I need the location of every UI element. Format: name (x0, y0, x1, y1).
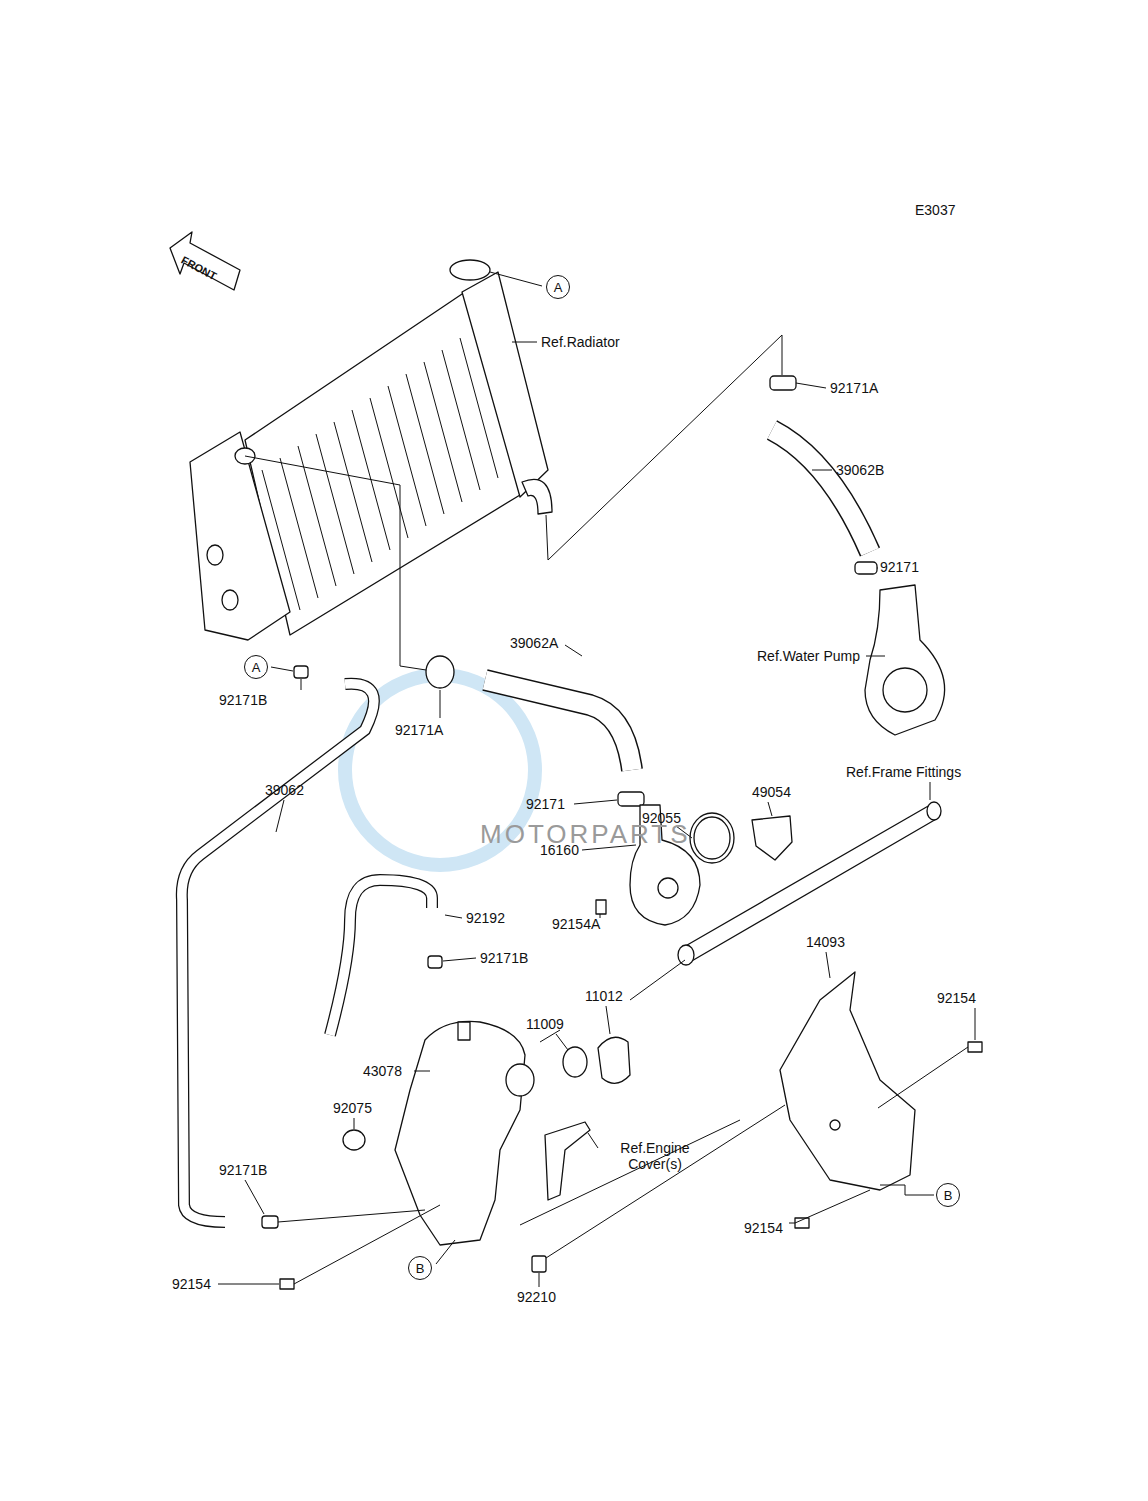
reference-circle: B (408, 1256, 432, 1280)
callout-number: 92171 (526, 796, 565, 812)
callout-number: 92154A (552, 916, 600, 932)
callout-number: 92171A (395, 722, 443, 738)
callout-number: Ref.Water Pump (757, 648, 860, 664)
callout-number: Ref.Frame Fittings (846, 764, 961, 780)
radiator-fins (262, 338, 498, 610)
callout-number: 92171A (830, 380, 878, 396)
radiator-cap (450, 260, 490, 280)
reservoir-nipple (458, 1022, 470, 1040)
radiator-mount (222, 590, 238, 610)
grommet (343, 1130, 365, 1150)
callout-number: 39062A (510, 635, 558, 651)
hose-clamp (770, 376, 796, 390)
callout-number: 39062B (836, 462, 884, 478)
radiator-outlet (522, 479, 552, 514)
housing-boss (658, 878, 678, 898)
callout-number: 92192 (466, 910, 505, 926)
radiator-right-tank (462, 272, 548, 497)
callout-number: 39062 (265, 782, 304, 798)
hose-clamp (262, 1216, 278, 1228)
callout-number: 92154 (744, 1220, 783, 1236)
hose-clamp (855, 562, 877, 574)
engine-cover-bracket (545, 1122, 590, 1200)
reservoir-neck (506, 1064, 534, 1096)
callout-number: 92171B (219, 692, 267, 708)
hose-clamp (618, 792, 644, 806)
radiator-mount (207, 545, 223, 565)
callout-number: 43078 (363, 1063, 402, 1079)
bolt (596, 900, 606, 914)
callout-number: 92075 (333, 1100, 372, 1116)
seal-ring (563, 1047, 587, 1077)
frame-tube-end (927, 802, 941, 820)
callout-number: 92171B (219, 1162, 267, 1178)
callout-number: 92154 (937, 990, 976, 1006)
reference-letter: B (944, 1189, 953, 1202)
callout-number: 92055 (642, 810, 681, 826)
reference-letter: A (252, 661, 261, 674)
reference-letter: A (554, 281, 563, 294)
o-ring (690, 813, 734, 863)
callout-number: 92171B (480, 950, 528, 966)
leader-lines (218, 272, 975, 1287)
bolt (968, 1042, 982, 1052)
reference-note: Ref.Engine Cover(s) (600, 1140, 710, 1172)
reference-circle: B (936, 1183, 960, 1207)
reservoir-tank (395, 1021, 525, 1245)
reference-circle: A (244, 655, 268, 679)
bolt (280, 1279, 294, 1289)
frame-tube (682, 805, 938, 962)
hose-clamp (426, 656, 454, 688)
hose-clamp (294, 666, 308, 678)
clip-nut (532, 1256, 546, 1272)
callout-number: 11009 (526, 1016, 564, 1032)
callout-number: 92154 (172, 1276, 211, 1292)
callout-number: 49054 (752, 784, 791, 800)
hoses (182, 430, 870, 1222)
cover-hole (830, 1120, 840, 1130)
front-arrow (170, 232, 240, 290)
reservoir-cap (598, 1037, 630, 1083)
callout-number: 92171 (880, 559, 919, 575)
reference-circle: A (546, 275, 570, 299)
figure-code: E3037 (915, 202, 955, 218)
reservoir-cover (780, 972, 915, 1190)
reference-letter: B (416, 1262, 425, 1275)
water-pump-impeller (883, 668, 927, 712)
callout-number: 11012 (585, 988, 623, 1004)
thermostat (752, 816, 792, 860)
radiator-left-tank (190, 432, 290, 640)
callout-number: Ref.Radiator (541, 334, 620, 350)
o-ring-inner (694, 817, 730, 859)
water-pump (865, 585, 945, 735)
callout-number: 16160 (540, 842, 579, 858)
callout-number: 14093 (806, 934, 845, 950)
callout-number: 92210 (517, 1289, 556, 1305)
hose-clamp (428, 956, 442, 968)
frame-tube-end (678, 945, 694, 965)
